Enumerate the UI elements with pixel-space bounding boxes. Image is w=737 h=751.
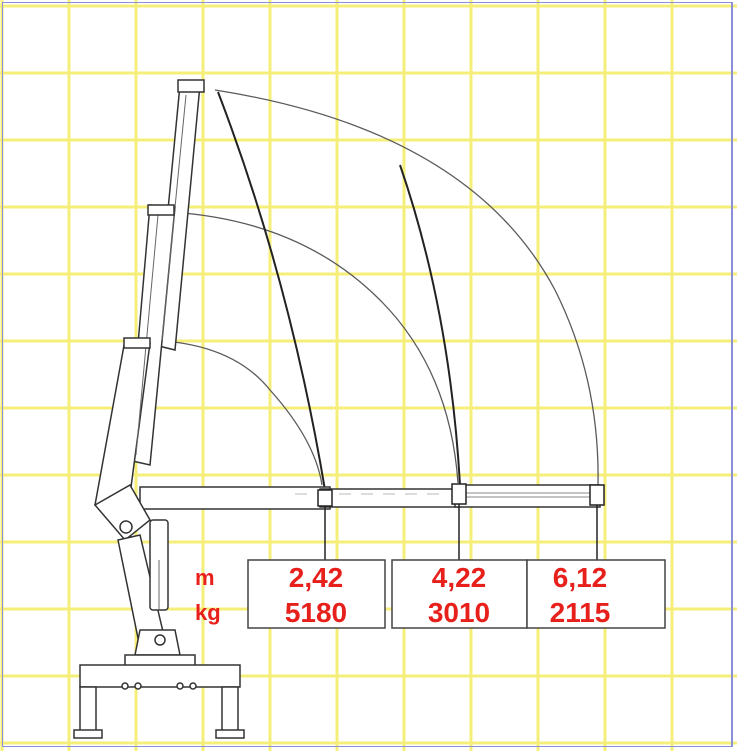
- reach-arc-outer: [214, 89, 599, 486]
- boom-detail-line: [161, 94, 187, 341]
- left-leg: [79, 686, 97, 733]
- reach-value-1: 2,42: [289, 562, 344, 593]
- reach-arcs: [139, 89, 599, 486]
- wheel-hole: [189, 682, 197, 690]
- boom-hook-2: [451, 483, 467, 505]
- knuckle-joint: [93, 483, 151, 542]
- load-value-3: 2115: [550, 597, 611, 628]
- wheel-hole: [121, 682, 129, 690]
- boom-top-joint: [177, 79, 205, 93]
- load-value-1: 5180: [285, 597, 347, 628]
- reach-unit-label: m: [195, 565, 215, 590]
- vertical-boom: [94, 79, 205, 511]
- boom-segment-2: [319, 488, 461, 508]
- boom-hook-3: [589, 484, 605, 506]
- crane-base: [73, 483, 245, 739]
- reach-arc-middle: [169, 211, 459, 484]
- boom-hook-1: [317, 489, 333, 507]
- load-box-1: [247, 559, 386, 629]
- right-leg: [221, 686, 239, 733]
- turret-pin: [154, 634, 166, 646]
- horizontal-boom: [139, 483, 605, 510]
- boom-segment-1: [139, 486, 331, 510]
- hook-line-2: [399, 164, 461, 486]
- boom-detail-line: [135, 214, 159, 456]
- load-box-3: [526, 559, 666, 629]
- wheel-hole: [134, 682, 142, 690]
- hook-line-1: [217, 91, 326, 491]
- hook-lines: [217, 91, 461, 491]
- boom-segment-3: [454, 484, 601, 508]
- load-chart: m kg 2,42 5180 4,22 3010 6,12 2115: [195, 559, 666, 629]
- knuckle-pin: [119, 520, 133, 534]
- load-value-2: 3010: [428, 597, 490, 628]
- stabilizer-beam: [79, 664, 241, 688]
- load-unit-label: kg: [195, 600, 221, 625]
- boom-lower-joint: [123, 337, 151, 349]
- load-box-2: [391, 559, 528, 629]
- left-foot: [73, 729, 103, 739]
- wheel-hole: [176, 682, 184, 690]
- boom-middle-joint: [147, 204, 175, 216]
- drop-lines: [324, 504, 598, 560]
- reach-arc-inner: [139, 339, 323, 486]
- reach-value-3: 6,12: [553, 562, 608, 593]
- reach-value-2: 4,22: [432, 562, 487, 593]
- right-foot: [215, 729, 245, 739]
